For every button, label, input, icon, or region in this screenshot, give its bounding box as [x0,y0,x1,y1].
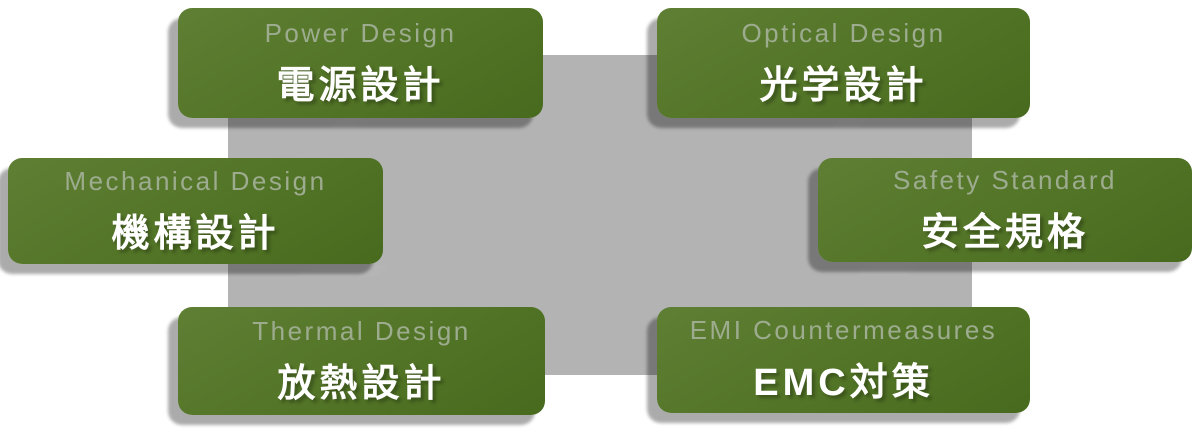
box-jp-label: EMC対策 [753,361,934,404]
arrow-seam [297,265,387,277]
box-mechanical-design[interactable]: Mechanical Design 機構設計 [8,158,383,264]
box-jp-label: 電源設計 [276,64,445,107]
box-power-design[interactable]: Power Design 電源設計 [178,8,543,118]
box-en-label: Mechanical Design [64,165,327,196]
box-en-label: Power Design [264,17,457,48]
box-thermal-design[interactable]: Thermal Design 放熱設計 [178,307,545,415]
box-emi-countermeasures[interactable]: EMI Countermeasures EMC対策 [657,307,1030,413]
box-en-label: Optical Design [741,17,946,48]
box-en-label: Thermal Design [252,315,471,346]
box-en-label: EMI Countermeasures [689,314,998,345]
arrow-seam [856,263,918,276]
box-jp-label: 安全規格 [920,211,1089,254]
box-en-label: Safety Standard [893,164,1117,195]
box-jp-label: 機構設計 [111,212,280,255]
box-safety-standard[interactable]: Safety Standard 安全規格 [818,158,1192,262]
box-jp-label: 放熱設計 [277,362,446,405]
box-jp-label: 光学設計 [759,64,928,107]
box-optical-design[interactable]: Optical Design 光学設計 [657,8,1030,118]
